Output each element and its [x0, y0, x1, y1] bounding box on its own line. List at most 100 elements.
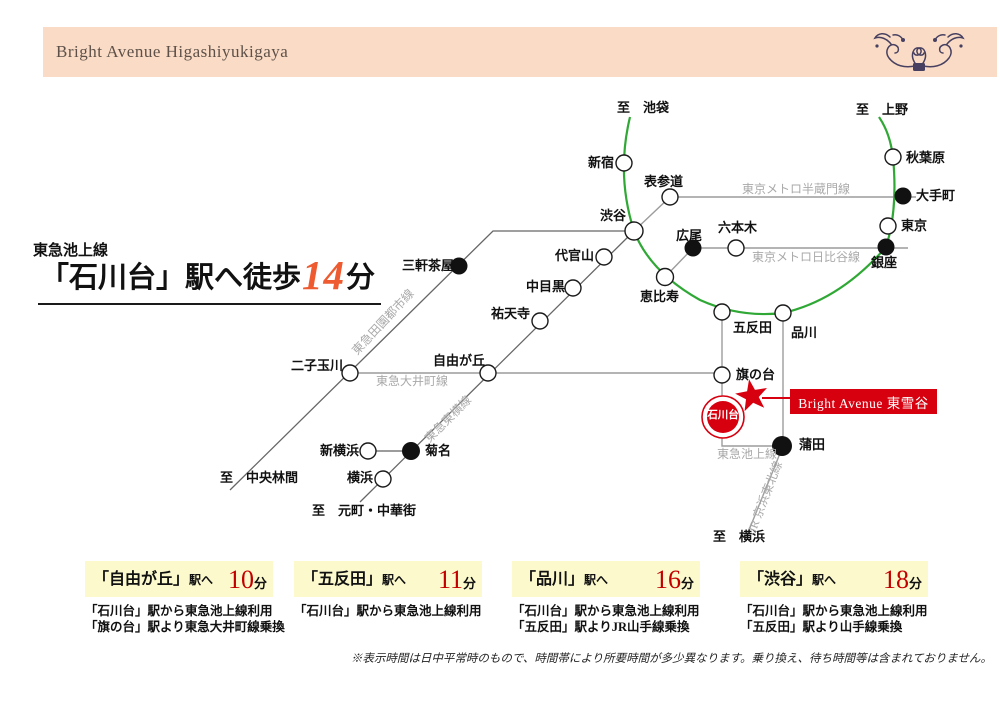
walk-headline: 「石川台」駅へ徒歩14分: [38, 252, 382, 306]
header-bar: Bright Avenue Higashiyukigaya: [43, 27, 997, 77]
ornament-flourish-icon: [873, 33, 965, 71]
terminal-ueno: 至 上野: [856, 102, 909, 117]
access-minutes-number: 11: [437, 565, 463, 594]
station-dot-hiroo: [684, 239, 702, 257]
access-minutes: 10分: [228, 567, 267, 593]
station-dot-kikuna: [402, 442, 420, 460]
station-label-roppongi: 六本木: [718, 220, 758, 235]
station-dot-shinagawa: [774, 304, 792, 322]
station-label-shinjuku: 新宿: [588, 155, 615, 170]
station-dot-omotesando: [661, 188, 679, 206]
access-minutes-number: 16: [654, 565, 681, 594]
ishikawadai-dot: [707, 401, 739, 433]
property-callout: Bright Avenue 東雪谷: [790, 389, 937, 414]
walk-railline-label: 東急池上線: [33, 243, 109, 259]
station-label-hiroo: 広尾: [676, 228, 703, 243]
station-dot-nakameguro: [564, 279, 582, 297]
access-station-name: 「品川」駅へ: [520, 565, 608, 589]
station-dot-gotanda: [713, 303, 731, 321]
line-label-ikegami: 東急池上線: [717, 447, 778, 461]
access-notes: 「石川台」駅から東急池上線利用 「五反田」駅よりJR山手線乗換: [512, 603, 700, 635]
access-card-jiyugaoka: 「自由が丘」駅へ 10分 「石川台」駅から東急池上線利用 「旗の台」駅より東急大…: [85, 561, 285, 635]
station-dot-otemachi: [894, 187, 912, 205]
station-label-yutenji: 祐天寺: [491, 306, 531, 321]
access-notes: 「石川台」駅から東急池上線利用 「旗の台」駅より東急大井町線乗換: [85, 603, 285, 635]
station-label-gotanda: 五反田: [733, 320, 773, 335]
access-note: 「石川台」駅から東急池上線利用: [85, 604, 273, 618]
station-dot-hatanodai: [713, 366, 731, 384]
access-note: 「石川台」駅から東急池上線利用: [512, 604, 700, 618]
station-dot-sangenjaya: [450, 257, 468, 275]
access-note: 「五反田」駅より山手線乗換: [740, 620, 903, 634]
station-label-omotesando: 表参道: [644, 174, 684, 189]
access-card-header: 「五反田」駅へ 11分: [294, 561, 482, 597]
station-dot-ginza: [877, 238, 895, 256]
station-label-tokyo: 東京: [901, 218, 928, 233]
station-label-ginza: 銀座: [871, 255, 898, 270]
access-station-name: 「自由が丘」駅へ: [93, 565, 213, 589]
walk-headline-text: 「石川台」駅へ徒歩: [40, 262, 302, 294]
access-note: 「石川台」駅から東急池上線利用: [294, 604, 482, 618]
access-minutes-number: 10: [227, 565, 254, 594]
access-minutes: 16分: [655, 567, 694, 593]
terminal-ikebukuro: 至 池袋: [617, 100, 670, 115]
access-card-header: 「品川」駅へ 16分: [512, 561, 700, 597]
station-dot-daikanyama: [595, 248, 613, 266]
access-card-shibuya: 「渋谷」駅へ 18分 「石川台」駅から東急池上線利用 「五反田」駅より山手線乗換: [740, 561, 928, 635]
access-notes: 「石川台」駅から東急池上線利用 「五反田」駅より山手線乗換: [740, 603, 928, 635]
access-minutes: 18分: [883, 567, 922, 593]
access-note: 「五反田」駅よりJR山手線乗換: [512, 620, 690, 634]
station-label-futakotamagawa: 二子玉川: [291, 358, 344, 373]
ishikawadai-station-label: 石川台: [707, 410, 739, 421]
line-label-hanzomon: 東京メトロ半蔵門線: [742, 182, 851, 196]
access-card-gotanda: 「五反田」駅へ 11分 「石川台」駅から東急池上線利用: [294, 561, 482, 619]
access-notes: 「石川台」駅から東急池上線利用: [294, 603, 482, 619]
station-label-jiyugaoka: 自由が丘: [433, 353, 486, 368]
access-station-text: 「自由が丘」: [93, 571, 190, 588]
walk-minutes-unit: 分: [346, 262, 376, 294]
station-dot-ebisu: [655, 267, 675, 287]
station-label-shinyokohama: 新横浜: [320, 443, 360, 458]
station-label-akihabara: 秋葉原: [906, 150, 946, 165]
station-dot-shibuya: [624, 221, 644, 241]
line-label-oimachi: 東急大井町線: [376, 374, 449, 388]
station-label-nakameguro: 中目黒: [526, 279, 566, 294]
terminal-motomachi: 至 元町・中華街: [312, 503, 417, 518]
ikegami-line: [721, 312, 782, 447]
station-label-shibuya: 渋谷: [600, 208, 627, 223]
station-dot-yokohama: [374, 470, 392, 488]
station-dot-kamata: [772, 436, 792, 456]
access-station-name: 「渋谷」駅へ: [748, 565, 836, 589]
walk-minutes: 14: [302, 252, 346, 298]
station-dot-yutenji: [531, 312, 549, 330]
station-dot-akihabara: [884, 148, 902, 166]
terminal-chuorinkan: 至 中央林間: [220, 470, 299, 485]
station-dot-shinyokohama: [359, 442, 377, 460]
denentoshi-line: [229, 230, 634, 491]
access-station-suffix: 駅へ: [584, 573, 609, 587]
access-card-header: 「自由が丘」駅へ 10分: [85, 561, 273, 597]
access-note: 「旗の台」駅より東急大井町線乗換: [85, 620, 285, 634]
station-label-otemachi: 大手町: [916, 188, 956, 203]
access-station-suffix: 駅へ: [189, 573, 214, 587]
station-dot-futakotamagawa: [341, 364, 359, 382]
station-label-yokohama: 横浜: [347, 470, 374, 485]
station-label-daikanyama: 代官山: [555, 248, 595, 263]
access-card-shinagawa: 「品川」駅へ 16分 「石川台」駅から東急池上線利用 「五反田」駅よりJR山手線…: [512, 561, 700, 635]
property-star-icon: [735, 379, 768, 412]
access-minutes-unit: 分: [680, 576, 694, 591]
access-minutes-unit: 分: [908, 576, 922, 591]
access-minutes-number: 18: [882, 565, 909, 594]
access-station-text: 「渋谷」: [748, 571, 813, 588]
station-dot-tokyo: [879, 217, 897, 235]
station-label-kamata: 蒲田: [799, 437, 826, 452]
station-label-hatanodai: 旗の台: [736, 367, 776, 382]
access-station-suffix: 駅へ: [382, 573, 407, 587]
line-label-hibiya: 東京メトロ日比谷線: [752, 250, 861, 264]
access-minutes: 11分: [438, 567, 476, 593]
footnote: ※表示時間は日中平常時のもので、時間帯により所要時間が多少異なります。乗り換え、…: [350, 653, 992, 665]
access-minutes-unit: 分: [253, 576, 267, 591]
access-card-header: 「渋谷」駅へ 18分: [740, 561, 928, 597]
